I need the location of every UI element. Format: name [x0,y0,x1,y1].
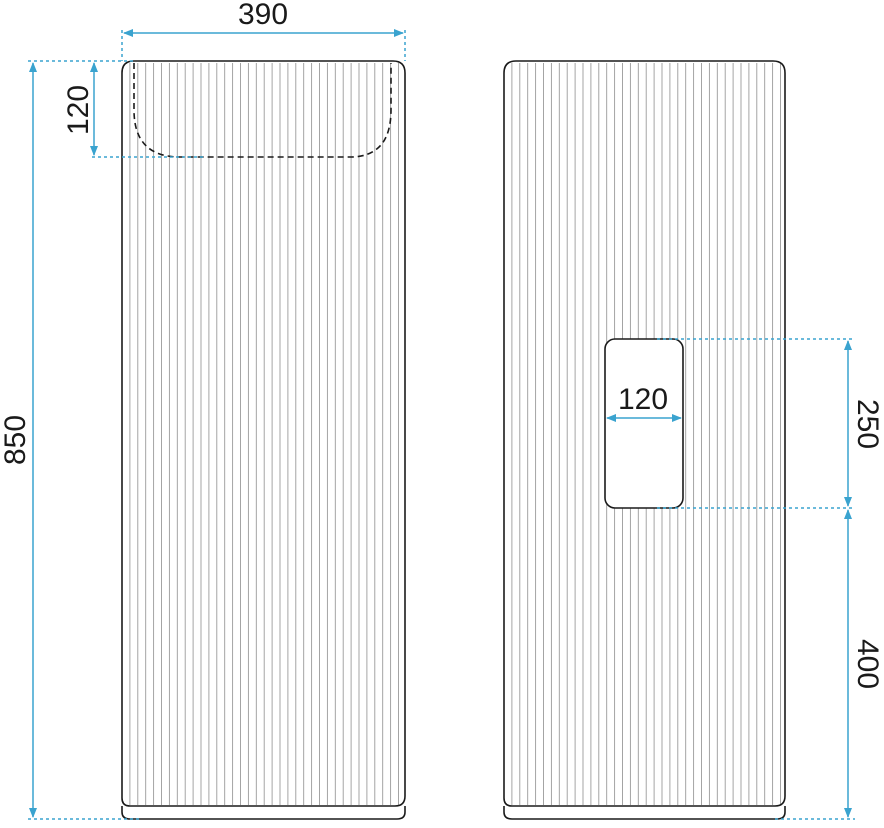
front-view [121,60,406,820]
niche-offset-label: 400 [851,639,884,689]
side-view-base [503,806,786,820]
niche-width-label: 120 [618,383,668,416]
side-view [503,60,786,820]
niche-opening [604,338,684,509]
dimension-lines [28,29,855,820]
side-view-outline [503,60,786,807]
niche-height-label: 250 [851,399,884,449]
front-view-flutes [129,63,399,805]
basin-hidden-outline [133,63,392,158]
basin-depth-label: 120 [62,85,95,135]
width-label: 390 [238,0,288,31]
height-label: 850 [0,415,32,465]
front-view-outline [121,60,406,807]
front-view-base [121,806,406,820]
